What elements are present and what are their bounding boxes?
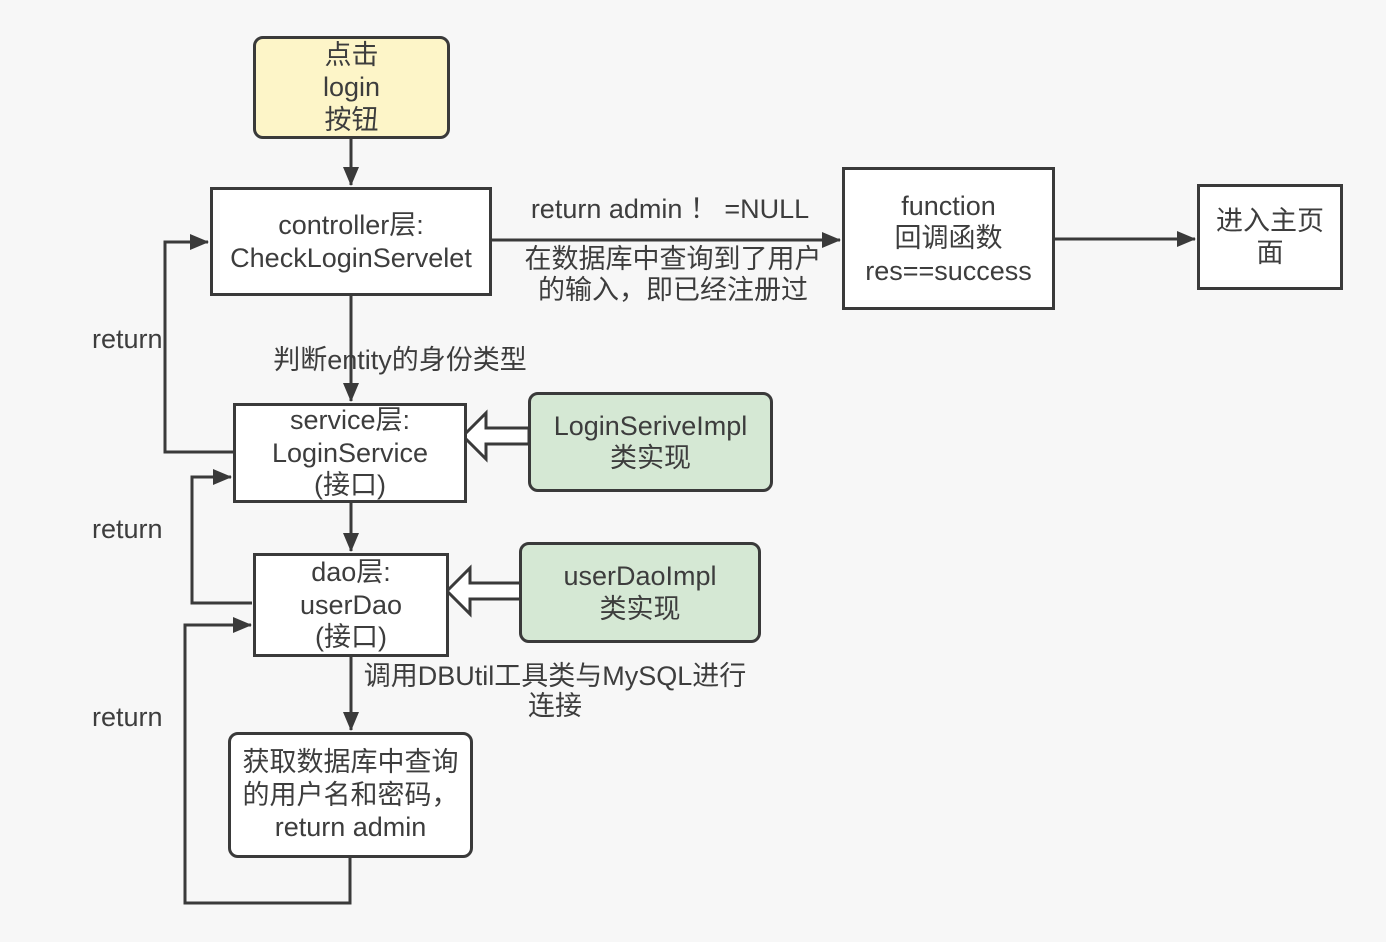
node-callback-function: function 回调函数 res==success (842, 167, 1055, 310)
node-callback-label: function 回调函数 res==success (865, 190, 1032, 286)
node-userdaoimpl: userDaoImpl 类实现 (519, 542, 761, 643)
label-db-query-note: 在数据库中查询到了用户 的输入，即已经注册过 (524, 244, 822, 306)
node-loginserviceimpl: LoginSeriveImpl 类实现 (528, 392, 773, 492)
node-userdaoimpl-label: userDaoImpl 类实现 (563, 561, 717, 624)
impl-arrow-loginserviceimpl (460, 409, 531, 463)
node-click-login-button: 点击 login 按钮 (253, 36, 450, 139)
node-db-result: 获取数据库中查询 的用户名和密码， return admin (228, 732, 473, 858)
label-return-service-to-controller: return (92, 324, 163, 354)
node-db-result-label: 获取数据库中查询 的用户名和密码， return admin (242, 747, 459, 843)
label-return-dao-to-service: return (92, 514, 163, 544)
node-click-login-label: 点击 login 按钮 (322, 39, 381, 135)
node-controller-label: controller层: CheckLoginServelet (230, 210, 472, 273)
impl-arrow-userdaoimpl (444, 564, 523, 618)
label-dbutil-note: 调用DBUtil工具类与MySQL进行 连接 (363, 661, 747, 721)
return-arrow-dao-to-service (190, 469, 252, 605)
node-dao-userdao: dao层: userDao (接口) (253, 553, 449, 657)
return-arrow-service-to-controller (163, 234, 233, 454)
label-return-result-to-dao: return (92, 702, 163, 732)
node-service-label: service层: LoginService (接口) (271, 405, 429, 501)
node-loginserviceimpl-label: LoginSeriveImpl 类实现 (553, 410, 748, 473)
node-controller-checkloginservelet: controller层: CheckLoginServelet (210, 187, 492, 296)
node-main-page-label: 进入主页 面 (1216, 205, 1324, 268)
return-arrow-result-to-dao (183, 617, 352, 905)
node-main-page: 进入主页 面 (1197, 184, 1343, 290)
label-return-admin-not-null: return admin ！ =NULL (530, 194, 810, 224)
node-service-loginservice: service层: LoginService (接口) (233, 403, 467, 503)
label-entity-check: 判断entity的身份类型 (273, 345, 527, 375)
node-dao-label: dao层: userDao (接口) (299, 557, 403, 653)
